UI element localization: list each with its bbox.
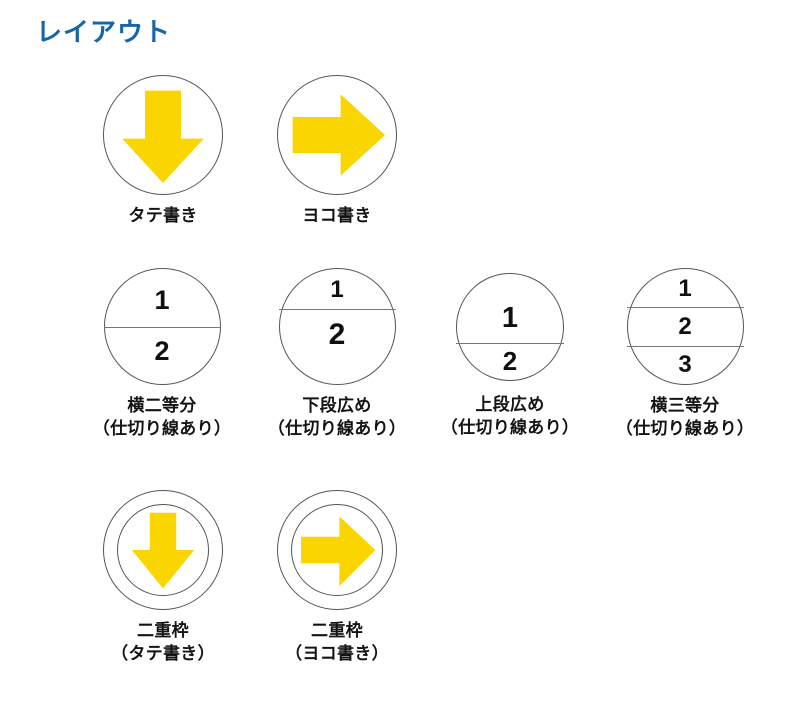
item-vertical-writing[interactable]: タテ書き [102,75,224,228]
item-caption: ヨコ書き [302,206,372,225]
right-arrow-circle[interactable] [277,75,397,195]
item-double-vertical-writing[interactable]: 二重枠 （タテ書き） [102,490,224,666]
page-title: レイアウト [36,17,172,47]
segment-number: 2 [154,336,170,366]
down-arrow-icon [122,90,204,183]
inner-circle [290,503,384,597]
segment-number: 1 [678,275,692,302]
segment-number: 1 [154,285,170,315]
segment-number: 1 [501,302,519,334]
segment-number: 2 [328,318,346,351]
circle-split-equal-2-icon[interactable]: 1 2 [103,268,221,385]
item-caption: 二重枠 （タテ書き） [111,621,215,663]
segment-number: 2 [678,313,692,340]
item-double-horizontal-writing[interactable]: 二重枠 （ヨコ書き） [276,490,398,666]
segment-number: 3 [678,351,692,378]
item-caption: 横三等分 （仕切り線あり） [615,396,755,438]
item-split-bottom-wide[interactable]: 1 2 下段広め （仕切り線あり） [222,268,452,441]
item-caption: タテ書き [128,206,198,225]
circle-split-equal-3-icon[interactable]: 1 2 3 [626,268,744,385]
item-caption: 上段広め （仕切り線あり） [440,395,580,437]
outer-circle [626,268,744,385]
segment-number: 1 [330,276,344,303]
item-horizontal-writing[interactable]: ヨコ書き [276,75,398,228]
divider-line [456,343,564,345]
inner-circle [116,503,210,597]
circle-split-bottom-wide-icon[interactable]: 1 2 [278,268,396,385]
down-arrow-icon [131,512,195,589]
double-circle-right-arrow-icon[interactable] [277,490,397,610]
item-caption: 横二等分 （仕切り線あり） [92,396,232,438]
outer-circle [456,273,564,381]
item-split-equal-2[interactable]: 1 2 横二等分 （仕切り線あり） [42,268,282,441]
item-split-equal-3[interactable]: 1 2 3 横三等分 （仕切り線あり） [570,268,800,441]
segment-number: 2 [502,346,518,376]
outer-circle [278,268,396,385]
divider-line [626,306,744,308]
item-split-top-wide[interactable]: 1 2 上段広め （仕切り線あり） [400,273,620,440]
right-arrow-icon [292,94,385,176]
item-caption: 下段広め （仕切り線あり） [267,396,407,438]
right-arrow-icon [301,516,376,586]
item-caption: 二重枠 （ヨコ書き） [285,621,389,663]
divider-line [626,345,744,347]
divider-line [278,308,396,310]
circle-split-top-wide-icon[interactable]: 1 2 [456,273,564,381]
down-arrow-circle[interactable] [103,75,223,195]
divider-line [103,326,221,328]
double-circle-down-arrow-icon[interactable] [103,490,223,610]
